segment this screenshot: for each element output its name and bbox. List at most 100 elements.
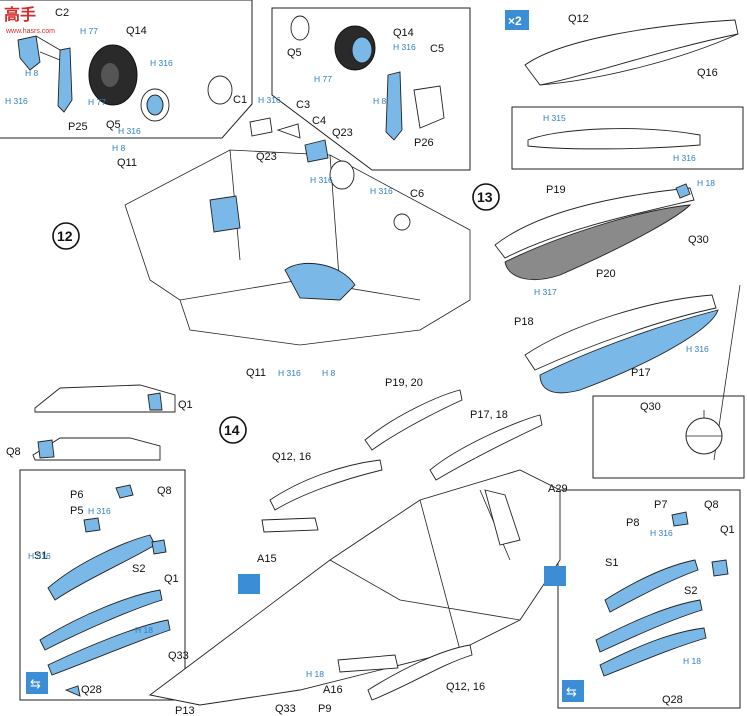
label-q1: Q1 [178, 399, 193, 411]
label-q28: Q28 [81, 684, 102, 696]
hint-h18-r: H 18 [683, 656, 701, 666]
label-c6: C6 [410, 188, 424, 200]
label-q8-r: Q8 [704, 499, 719, 511]
step-14-number: 14 [224, 422, 240, 438]
label-q11-b: Q11 [246, 367, 266, 379]
tank-half-p17 [539, 309, 719, 394]
hint-h316-c: H 316 [258, 95, 281, 105]
label-q16: Q16 [697, 67, 718, 79]
label-p9: P9 [318, 703, 331, 715]
label-s2-r: S2 [684, 585, 697, 597]
hint-h317: H 317 [534, 287, 557, 297]
label-q5-r: Q5 [287, 47, 302, 59]
hint-h8: H 8 [25, 68, 39, 78]
hint-h18-14: H 18 [306, 669, 324, 679]
watermark-logo: 高手 [4, 5, 36, 24]
label-p7: P7 [654, 499, 667, 511]
label-a16: A16 [323, 684, 343, 696]
label-c4: C4 [312, 115, 326, 127]
label-q12-16-b: Q12, 16 [446, 681, 485, 693]
hint-h316-f: H 316 [310, 175, 333, 185]
label-p17-18: P17, 18 [470, 409, 508, 421]
hint-h316-r: H 316 [393, 42, 416, 52]
label-s2: S2 [132, 563, 145, 575]
hint-h316-e: H 316 [370, 186, 393, 196]
label-q12-16: Q12, 16 [272, 451, 311, 463]
label-q8: Q8 [6, 446, 21, 458]
label-p13: P13 [175, 705, 195, 716]
label-q14-r: Q14 [393, 27, 414, 39]
label-q30: Q30 [688, 234, 709, 246]
fuselage-underside-step12 [124, 75, 471, 346]
svg-text:⇆: ⇆ [566, 685, 577, 700]
label-p19: P19 [546, 184, 566, 196]
direction-arrow-icon-left [238, 574, 260, 594]
main-wheel-right [290, 15, 445, 141]
direction-arrow-icon-right [544, 566, 566, 586]
multiplier-badge [505, 10, 529, 30]
hint-h316-r2: H 316 [650, 528, 673, 538]
hint-h8-r: H 8 [373, 96, 387, 106]
label-q1-l: Q1 [164, 573, 179, 585]
q30-detail-inset [592, 395, 745, 479]
label-q33: Q33 [168, 650, 189, 662]
label-a29: A29 [548, 483, 568, 495]
hint-h315: H 315 [543, 113, 566, 123]
label-q8-l: Q8 [157, 485, 172, 497]
label-q12: Q12 [568, 13, 589, 25]
hint-h316-d: H 316 [118, 126, 141, 136]
label-p8: P8 [626, 517, 639, 529]
label-c3: C3 [296, 99, 310, 111]
hint-h77: H 77 [80, 26, 98, 36]
hint-h316-l2: H 316 [28, 551, 51, 561]
hint-h8-c: H 8 [112, 143, 126, 153]
flip-arrow-icon-right [562, 680, 584, 702]
label-q23: Q23 [332, 127, 353, 139]
step-12-badge [52, 222, 80, 250]
hint-h18-l: H 18 [135, 625, 153, 635]
tank-half-p18 [524, 294, 717, 371]
label-q33-b: Q33 [275, 703, 296, 715]
tank-detail-inset [511, 106, 744, 170]
tank-inset-shape [527, 128, 701, 150]
tank-half-p19 [494, 187, 695, 259]
label-p5: P5 [70, 505, 83, 517]
label-q5: Q5 [106, 119, 121, 131]
hint-h316-t: H 316 [673, 153, 696, 163]
label-p25: P25 [68, 121, 88, 133]
gear-detail-panel-right [271, 7, 471, 171]
gear-detail-panel-left [0, 0, 253, 139]
label-p19-20: P19, 20 [385, 377, 423, 389]
label-p20: P20 [596, 268, 616, 280]
label-s1: S1 [34, 550, 47, 562]
label-c5: C5 [430, 43, 444, 55]
label-q28-r: Q28 [662, 694, 683, 706]
aircraft-step14 [148, 389, 561, 706]
label-p17: P17 [631, 367, 651, 379]
tank-half-p20 [504, 204, 692, 281]
step-14-badge [219, 416, 247, 444]
hint-h316-l1: H 316 [88, 506, 111, 516]
flip-arrow-icon-left [26, 672, 48, 694]
pylon-assembly-right [595, 511, 729, 677]
step-12-number: 12 [57, 228, 73, 244]
multiplier-text: ×2 [508, 14, 522, 28]
label-a15: A15 [257, 553, 277, 565]
label-q14: Q14 [126, 25, 147, 37]
step-13-number: 13 [477, 189, 493, 205]
hint-h77-b: H 77 [88, 97, 106, 107]
hint-h316-b: H 316 [150, 58, 173, 68]
label-p26: P26 [414, 137, 434, 149]
pylon-q8 [32, 437, 161, 461]
drop-tank-q12-q16 [524, 19, 739, 86]
pylon-q1 [34, 384, 176, 413]
label-s1-r: S1 [605, 557, 618, 569]
hint-h316-g: H 316 [278, 368, 301, 378]
tank-nub [675, 183, 691, 199]
hint-h8-d: H 8 [322, 368, 336, 378]
label-p18: P18 [514, 316, 534, 328]
main-wheel-left [88, 44, 170, 122]
label-q23-b: Q23 [256, 151, 277, 163]
label-q30-inset: Q30 [640, 401, 661, 413]
